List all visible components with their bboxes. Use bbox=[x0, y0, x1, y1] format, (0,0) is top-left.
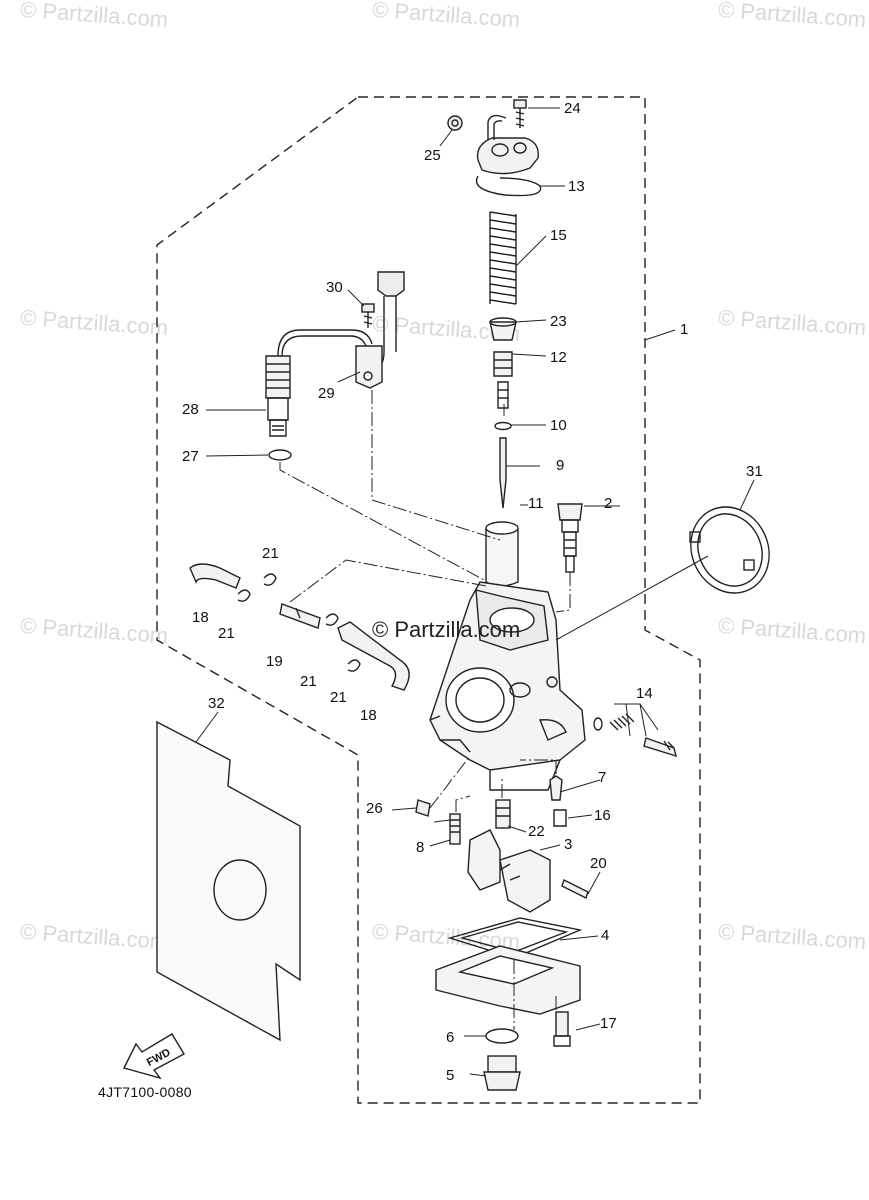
center-watermark: © Partzilla.com bbox=[372, 617, 521, 642]
assembly-lines bbox=[279, 390, 571, 1030]
callout-16: 16 bbox=[594, 807, 611, 824]
callout-2: 2 bbox=[604, 495, 612, 512]
callout-27: 27 bbox=[182, 448, 199, 465]
float-pin-20 bbox=[561, 879, 589, 899]
diagram-code: 4JT7100-0080 bbox=[98, 1084, 192, 1100]
callout-28: 28 bbox=[182, 401, 199, 418]
callout-21c: 21 bbox=[300, 673, 317, 690]
pilot-screw-14 bbox=[593, 713, 677, 758]
callout-31: 31 bbox=[746, 463, 763, 480]
throttle-valve-11 bbox=[485, 521, 519, 587]
gasket-sheet-32 bbox=[156, 720, 301, 1042]
clamp-band-31 bbox=[689, 506, 770, 594]
throttle-stop-screw-2 bbox=[557, 503, 583, 573]
assembly-boundary bbox=[156, 96, 701, 1104]
callout-24: 24 bbox=[564, 100, 581, 117]
starter-plunger-28 bbox=[265, 355, 291, 437]
callout-3: 3 bbox=[564, 836, 572, 853]
callout-14: 14 bbox=[636, 685, 653, 702]
bolt-17 bbox=[553, 1011, 571, 1047]
clip-21-d bbox=[347, 659, 361, 672]
callout-18a: 18 bbox=[192, 609, 209, 626]
screw-24 bbox=[513, 99, 527, 128]
callout-21a: 21 bbox=[262, 545, 279, 562]
choke-cable bbox=[277, 329, 373, 357]
hose-18-lower bbox=[337, 621, 410, 691]
callout-6: 6 bbox=[446, 1029, 454, 1046]
float-bowl bbox=[435, 945, 581, 1015]
callout-7: 7 bbox=[598, 769, 606, 786]
callout-9: 9 bbox=[556, 457, 564, 474]
callout-17: 17 bbox=[600, 1015, 617, 1032]
throttle-spring-15 bbox=[489, 211, 517, 305]
drain-plug-5 bbox=[483, 1055, 521, 1091]
nut-25 bbox=[447, 115, 463, 131]
main-jet-22 bbox=[495, 799, 511, 829]
callout-21b: 21 bbox=[218, 625, 235, 642]
spring-seat-23 bbox=[489, 317, 517, 341]
o-ring-13 bbox=[475, 175, 542, 197]
callout-1: 1 bbox=[680, 321, 688, 338]
hose-19 bbox=[279, 603, 321, 629]
callout-13: 13 bbox=[568, 178, 585, 195]
hose-18-upper bbox=[189, 563, 241, 589]
callout-18b: 18 bbox=[360, 707, 377, 724]
callout-30: 30 bbox=[326, 279, 343, 296]
callout-25: 25 bbox=[424, 147, 441, 164]
screw-30 bbox=[361, 303, 375, 328]
callout-15: 15 bbox=[550, 227, 567, 244]
leader-lines bbox=[195, 107, 755, 1077]
pilot-jet-8 bbox=[449, 813, 461, 845]
clip-21-c bbox=[325, 613, 339, 626]
callout-23: 23 bbox=[550, 313, 567, 330]
carburetor-body bbox=[429, 581, 586, 791]
callout-12: 12 bbox=[550, 349, 567, 366]
screw-26 bbox=[415, 799, 431, 817]
clip-21-a bbox=[263, 573, 277, 586]
clip-16 bbox=[553, 809, 567, 827]
clip-21-b bbox=[237, 589, 251, 602]
callout-labels: 1 2 3 4 5 6 7 8 9 10 11 12 13 14 15 16 1… bbox=[145, 100, 763, 1084]
callout-10: 10 bbox=[550, 417, 567, 434]
carb-top-cap bbox=[476, 114, 539, 175]
callout-21d: 21 bbox=[330, 689, 347, 706]
holder-29 bbox=[355, 345, 383, 389]
callout-26: 26 bbox=[366, 800, 383, 817]
callout-29: 29 bbox=[318, 385, 335, 402]
callout-32: 32 bbox=[208, 695, 225, 712]
o-ring-27 bbox=[268, 449, 292, 461]
callout-5: 5 bbox=[446, 1067, 454, 1084]
callout-22: 22 bbox=[528, 823, 545, 840]
needle-valve-7 bbox=[549, 775, 563, 801]
callout-20: 20 bbox=[590, 855, 607, 872]
callout-4: 4 bbox=[601, 927, 609, 944]
callout-19: 19 bbox=[266, 653, 283, 670]
callout-11: 11 bbox=[528, 495, 544, 512]
needle-holder-12 bbox=[493, 351, 513, 409]
float-3 bbox=[467, 829, 551, 913]
needle-clip-10 bbox=[494, 421, 512, 431]
jet-needle-9 bbox=[499, 437, 507, 509]
fwd-arrow-icon bbox=[122, 1033, 185, 1080]
callout-8: 8 bbox=[416, 839, 424, 856]
cable-connector bbox=[369, 271, 405, 371]
o-ring-6 bbox=[485, 1028, 519, 1044]
